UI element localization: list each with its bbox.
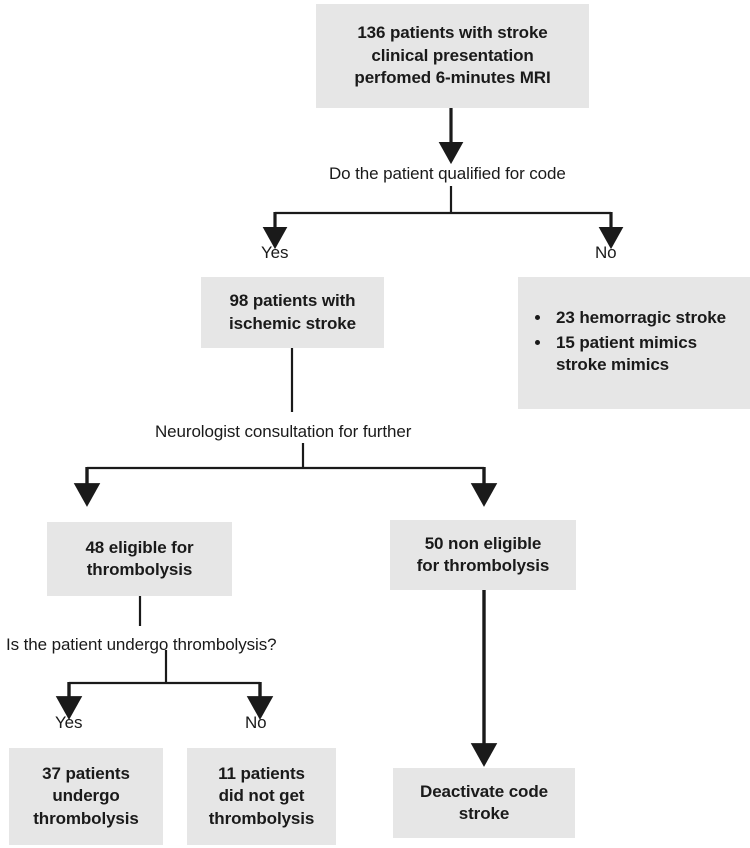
- branch-label-code-yes-text: Yes: [261, 243, 289, 262]
- node-did-not-get-thrombolysis-label: 11 patients did not get thrombolysis: [208, 763, 315, 828]
- branch-label-code-yes: Yes: [261, 243, 289, 263]
- decision-code-qualification: Do the patient qualified for code: [329, 163, 566, 185]
- node-total-patients: 136 patients with stroke clinical presen…: [316, 4, 589, 108]
- decision-neurologist-consultation-label: Neurologist consultation for further: [155, 422, 412, 441]
- decision-neurologist-consultation: Neurologist consultation for further: [155, 421, 411, 443]
- node-deactivate-code-stroke-label: Deactivate code stroke: [420, 781, 548, 823]
- node-undergo-thrombolysis-label: 37 patients undergo thrombolysis: [33, 763, 139, 828]
- node-did-not-get-thrombolysis: 11 patients did not get thrombolysis: [187, 748, 336, 845]
- node-undergo-thrombolysis: 37 patients undergo thrombolysis: [9, 748, 163, 845]
- node-deactivate-code-stroke: Deactivate code stroke: [393, 768, 575, 838]
- branch-label-thrombolysis-no-text: No: [245, 713, 267, 732]
- node-non-eligible-thrombolysis: 50 non eligible for thrombolysis: [390, 520, 576, 590]
- branch-label-thrombolysis-yes-text: Yes: [55, 713, 83, 732]
- node-total-patients-label: 136 patients with stroke clinical presen…: [354, 23, 551, 88]
- decision-undergo-thrombolysis-label: Is the patient undergo thrombolysis?: [6, 635, 277, 654]
- node-ischemic-stroke-label: 98 patients with ischemic stroke: [228, 291, 356, 333]
- decision-undergo-thrombolysis: Is the patient undergo thrombolysis?: [6, 634, 277, 656]
- branch-label-thrombolysis-no: No: [245, 713, 267, 733]
- node-eligible-thrombolysis: 48 eligible for thrombolysis: [47, 522, 232, 596]
- branch-label-thrombolysis-yes: Yes: [55, 713, 83, 733]
- branch-label-code-no-text: No: [595, 243, 617, 262]
- node-non-code-outcomes: 23 hemorragic stroke 15 patient mimics s…: [518, 277, 750, 409]
- list-item: 23 hemorragic stroke: [552, 307, 750, 330]
- branch-label-code-no: No: [595, 243, 617, 263]
- node-eligible-thrombolysis-label: 48 eligible for thrombolysis: [85, 537, 194, 579]
- node-non-eligible-thrombolysis-label: 50 non eligible for thrombolysis: [416, 533, 550, 575]
- decision-code-qualification-label: Do the patient qualified for code: [329, 164, 566, 183]
- node-ischemic-stroke: 98 patients with ischemic stroke: [201, 277, 384, 348]
- list-item: 15 patient mimics stroke mimics: [552, 332, 750, 378]
- non-code-outcome-list: 23 hemorragic stroke 15 patient mimics s…: [518, 307, 750, 380]
